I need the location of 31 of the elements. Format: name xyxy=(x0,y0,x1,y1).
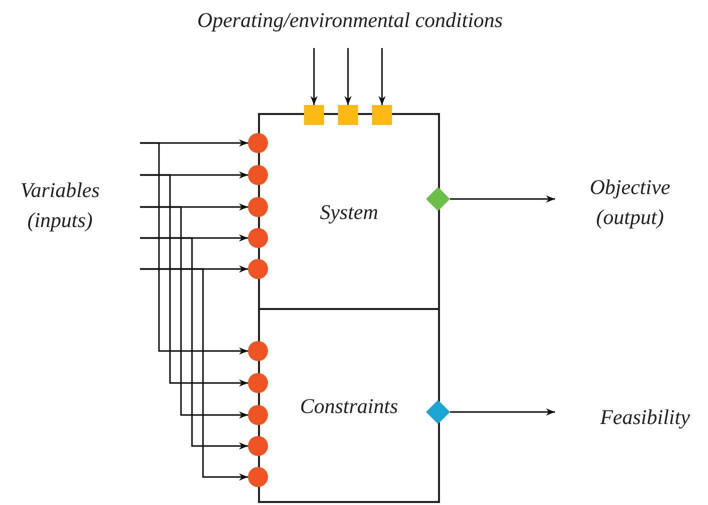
output-port-diamond xyxy=(426,187,450,211)
arrow xyxy=(140,142,248,355)
input-port-circle xyxy=(248,405,268,425)
arrow xyxy=(378,48,386,105)
input-port-circle xyxy=(248,133,268,153)
block-label: System xyxy=(320,198,378,226)
input-port-circle xyxy=(248,197,268,217)
output-label: Feasibility xyxy=(585,402,705,434)
condition-port-square xyxy=(372,105,392,125)
condition-port-square xyxy=(338,105,358,125)
output-label: Objective (output) xyxy=(570,172,690,232)
inputs-label: Variables (inputs) xyxy=(19,177,101,234)
arrow xyxy=(140,268,248,481)
input-port-circle xyxy=(248,228,268,248)
arrow xyxy=(310,48,318,105)
conditions-label: Operating/environmental conditions xyxy=(196,7,504,34)
arrow xyxy=(450,408,555,416)
arrow xyxy=(450,195,555,203)
block-label: Constraints xyxy=(300,392,398,420)
input-port-circle xyxy=(248,259,268,279)
input-port-circle xyxy=(248,341,268,361)
arrow xyxy=(140,174,248,387)
input-port-circle xyxy=(248,165,268,185)
condition-port-square xyxy=(304,105,324,125)
input-port-circle xyxy=(248,467,268,487)
input-port-circle xyxy=(248,373,268,393)
arrow xyxy=(344,48,352,105)
arrow xyxy=(140,237,248,450)
output-port-diamond xyxy=(426,400,450,424)
input-port-circle xyxy=(248,436,268,456)
arrow xyxy=(140,206,248,419)
